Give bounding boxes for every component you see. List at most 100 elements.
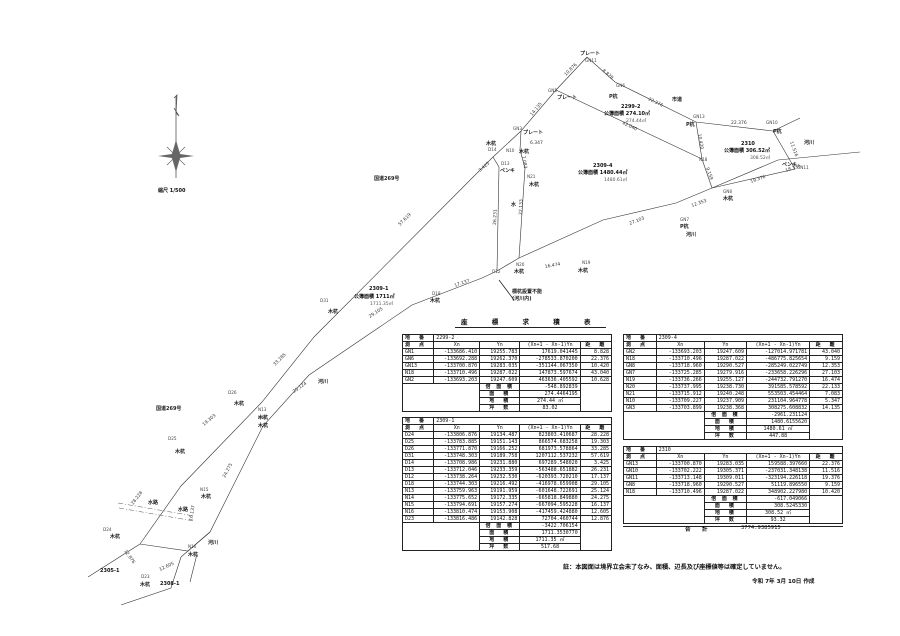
map-label: N13 <box>258 407 267 412</box>
yn-value: 19153.908 <box>479 508 521 516</box>
map-label: 19.303 <box>201 413 217 428</box>
xn-value: -133736.266 <box>655 376 705 384</box>
point-name: N13 <box>401 487 435 495</box>
yn-value: 19262.370 <box>479 355 521 363</box>
table-cell: 2309-1 <box>433 417 612 425</box>
map-label: 308.52㎡ <box>750 154 771 161</box>
table-cell: 1480.61 ㎡ <box>745 425 811 433</box>
table-cell: 83.02 <box>519 404 581 412</box>
xn-value: -133710.496 <box>655 488 705 496</box>
xn-value: -133718.960 <box>655 362 705 370</box>
map-label: 6.347 <box>530 140 543 146</box>
yn-value: 19279.916 <box>703 369 748 377</box>
map-label: 8.828 <box>601 68 615 81</box>
xn-value: -133703.899 <box>655 404 705 412</box>
table-cell: 面 積 <box>703 502 748 510</box>
map-label: 水 <box>510 201 517 208</box>
xn-value: -133725.285 <box>655 369 705 377</box>
product-value: -323194.226118 <box>745 474 811 482</box>
product-value: 823803.410687 <box>519 431 581 439</box>
distance-value: 9.159 <box>809 481 843 489</box>
distance-value: 19.376 <box>809 474 843 482</box>
xn-value: -133686.410 <box>433 348 481 356</box>
map-label: GN5 <box>548 88 557 93</box>
table-cell: -3422.706154 <box>519 522 581 530</box>
map-label: ペンキ <box>782 162 797 168</box>
map-label: D31 <box>320 298 329 303</box>
xn-value: -133738.264 <box>433 473 481 481</box>
table-cell: Yn <box>703 341 748 349</box>
point-name: N18 <box>401 369 435 377</box>
map-label: 2310 <box>741 141 755 147</box>
map-label: 公簿面積 274.10㎡ <box>604 110 650 117</box>
table-cell: Xn <box>433 424 481 432</box>
point-name: GN2 <box>401 376 435 384</box>
table-cell: 坪 数 <box>703 432 748 440</box>
map-label: D24 <box>103 527 112 532</box>
map-label: P杭 <box>609 93 618 100</box>
point-name: N15 <box>401 501 435 509</box>
product-value: 866574.683258 <box>519 438 581 446</box>
xn-value: -133816.486 <box>433 515 481 523</box>
distance-value: 26.231 <box>579 466 613 474</box>
point-name: GN8 <box>623 362 657 370</box>
map-label: 9.159 <box>704 167 714 181</box>
yn-value: 19166.252 <box>479 445 521 453</box>
map-label: 木杭 <box>187 551 198 558</box>
table-cell: 1711.35 ㎡ <box>519 536 581 544</box>
xn-value: -133712.046 <box>433 466 481 474</box>
map-label: 公簿面積 1480.44㎡ <box>578 169 628 176</box>
map-label: 18.336 <box>785 163 802 174</box>
xn-value: -133702.222 <box>655 467 705 475</box>
map-label: 国道269号 <box>156 405 181 412</box>
map-label: GN10 <box>766 120 778 125</box>
table-cell: 測 点 <box>401 341 435 349</box>
map-label: 2308-1 <box>160 581 180 587</box>
table-cell: 地 積 <box>479 536 521 544</box>
map-label: 29.105 <box>368 306 385 320</box>
map-label: N20 <box>516 262 525 267</box>
yn-value: 19238.368 <box>703 404 748 412</box>
map-label: 2299-2 <box>621 104 641 110</box>
table-cell: (Xn+1 - Xn-1)Yn <box>519 341 581 349</box>
distance-value: 28.228 <box>579 431 613 439</box>
map-label: 木杭 <box>429 297 440 304</box>
table-cell: Xn <box>655 453 705 461</box>
map-label: 17.137 <box>454 278 471 289</box>
table-cell: 地 積 <box>703 509 748 517</box>
table-cell: 坪 数 <box>703 516 748 524</box>
table-cell: 距 離 <box>809 341 843 349</box>
map-label: 26.231 <box>492 209 499 225</box>
xn-value: -133771.870 <box>433 445 481 453</box>
yn-value: 19134.487 <box>479 431 521 439</box>
xn-value: -133700.870 <box>433 362 481 370</box>
map-label: 木杭 <box>513 268 524 275</box>
table-cell: 距 離 <box>809 453 843 461</box>
map-label: 16.137 <box>188 505 197 522</box>
table-cell: 308.5245330 <box>745 502 811 510</box>
point-name: N19 <box>623 376 657 384</box>
yn-value: 19232.530 <box>479 473 521 481</box>
table-cell: 倍 面 積 <box>703 495 748 503</box>
distance-value: 22.376 <box>809 460 843 468</box>
map-label: 10.420 <box>696 133 705 150</box>
table-cell: 坪 数 <box>479 404 521 412</box>
product-value: 72704.460744 <box>519 515 581 523</box>
parcel-boundaries <box>87 56 861 606</box>
product-value: -233658.226296 <box>745 369 811 377</box>
map-label: N16 <box>188 544 197 549</box>
point-name: N18 <box>623 488 657 496</box>
table-cell: -617.049066 <box>745 495 811 503</box>
point-name: D14 <box>401 459 435 467</box>
product-value: 159588.397660 <box>745 460 811 468</box>
distance-value: 57.619 <box>579 452 613 460</box>
table-cell: 2310 <box>655 446 844 454</box>
table-cell: (Xn+1 - Xn-1)Yn <box>745 453 811 461</box>
